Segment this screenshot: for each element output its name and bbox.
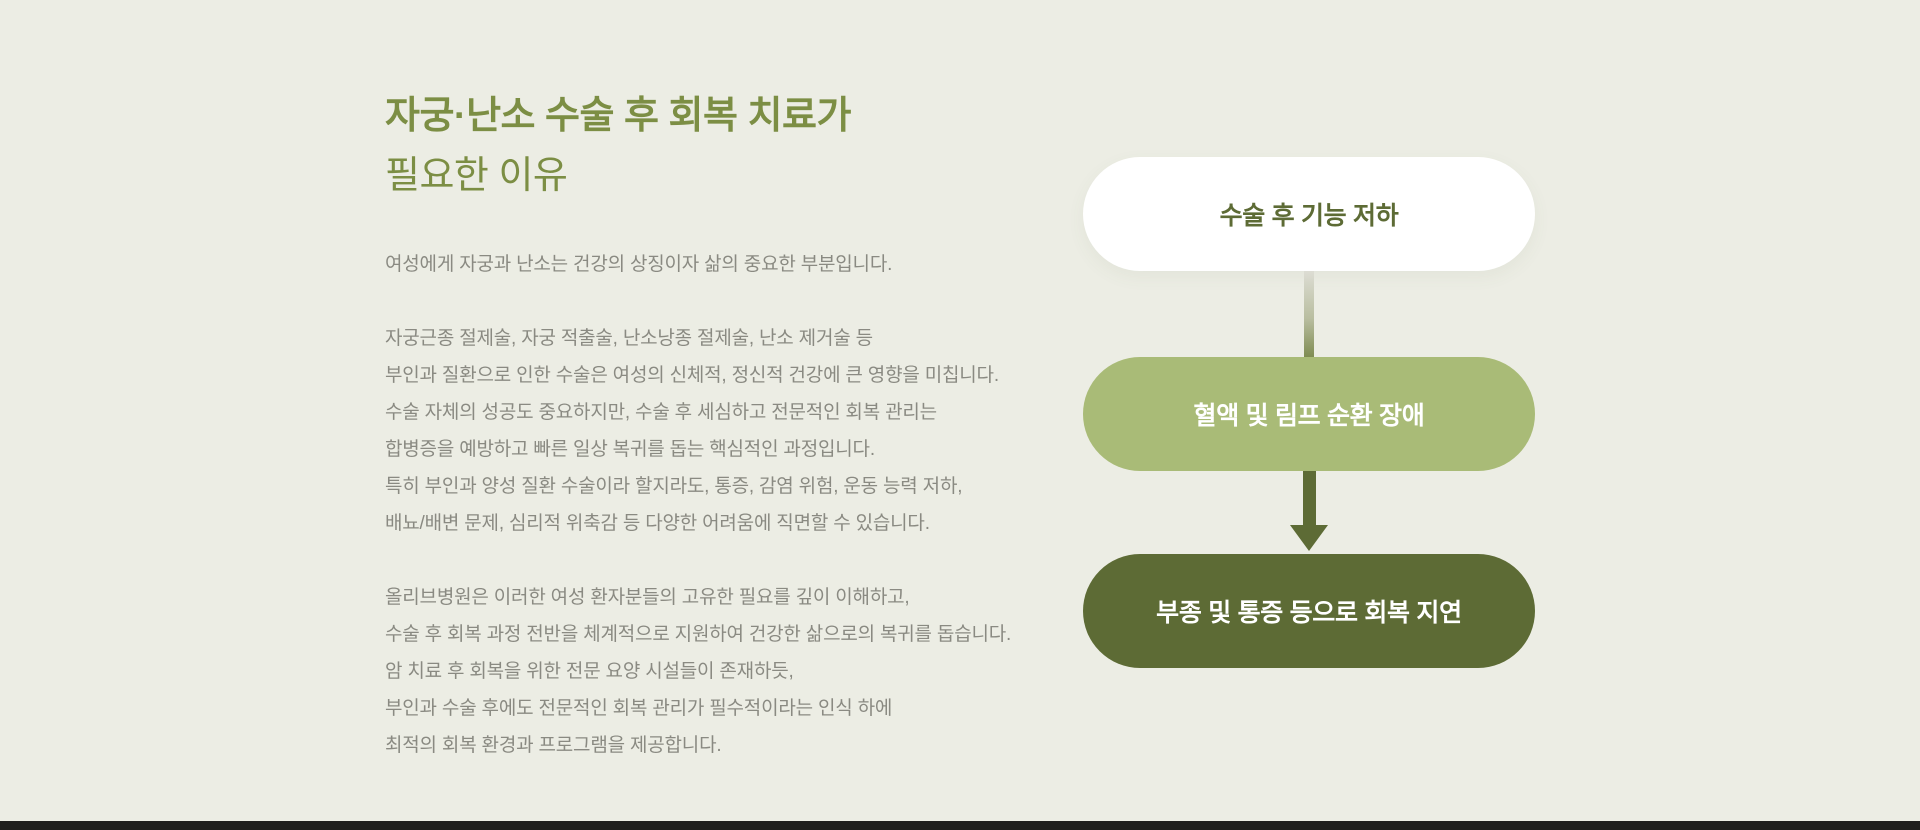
paragraph-line: 부인과 수술 후에도 전문적인 회복 관리가 필수적이라는 인식 하에 (385, 698, 893, 719)
paragraph-line: 합병증을 예방하고 빠른 일상 복귀를 돕는 핵심적인 과정입니다. (385, 439, 875, 460)
flow-diagram: 수술 후 기능 저하 혈액 및 림프 순환 장애 부종 및 통증 등으로 회복 … (1083, 157, 1535, 668)
arrow-down-head-icon (1290, 525, 1328, 551)
flow-connector (1083, 271, 1535, 357)
paragraph-line: 암 치료 후 회복을 위한 전문 요양 시설들이 존재하듯, (385, 661, 794, 682)
flow-step-label: 수술 후 기능 저하 (1219, 202, 1399, 230)
paragraph: 여성에게 자궁과 난소는 건강의 상징이자 삶의 중요한 부분입니다. (385, 246, 1045, 283)
section-title-line-1: 자궁·난소 수술 후 회복 치료가 (385, 95, 851, 137)
paragraph-line: 배뇨/배변 문제, 심리적 위축감 등 다양한 어려움에 직면할 수 있습니다. (385, 513, 930, 534)
bottom-divider-bar (0, 821, 1920, 830)
flow-arrow (1083, 471, 1535, 554)
section-title: 자궁·난소 수술 후 회복 치료가 필요한 이유 (385, 86, 1045, 206)
paragraph-line: 특히 부인과 양성 질환 수술이라 할지라도, 통증, 감염 위험, 운동 능력… (385, 476, 963, 497)
arrow-down-icon (1302, 471, 1316, 525)
intro-section: 자궁·난소 수술 후 회복 치료가 필요한 이유 여성에게 자궁과 난소는 건강… (385, 86, 1045, 764)
paragraph: 자궁근종 절제술, 자궁 적출술, 난소낭종 절제술, 난소 제거술 등 부인과… (385, 320, 1045, 542)
flow-step-function-decline: 수술 후 기능 저하 (1083, 157, 1535, 271)
paragraph-line: 올리브병원은 이러한 여성 환자분들의 고유한 필요를 깊이 이해하고, (385, 587, 910, 608)
paragraph-line: 수술 후 회복 과정 전반을 체계적으로 지원하여 건강한 삶으로의 복귀를 돕… (385, 624, 1012, 645)
paragraph-line: 자궁근종 절제술, 자궁 적출술, 난소낭종 절제술, 난소 제거술 등 (385, 328, 873, 349)
flow-step-label: 혈액 및 림프 순환 장애 (1193, 402, 1425, 430)
flow-step-circulation-disorder: 혈액 및 림프 순환 장애 (1083, 357, 1535, 471)
body-copy: 여성에게 자궁과 난소는 건강의 상징이자 삶의 중요한 부분입니다. 자궁근종… (385, 246, 1045, 764)
paragraph-line: 최적의 회복 환경과 프로그램을 제공합니다. (385, 735, 722, 756)
flow-step-label: 부종 및 통증 등으로 회복 지연 (1156, 599, 1462, 627)
paragraph-line: 수술 자체의 성공도 중요하지만, 수술 후 세심하고 전문적인 회복 관리는 (385, 402, 937, 423)
paragraph-line: 부인과 질환으로 인한 수술은 여성의 신체적, 정신적 건강에 큰 영향을 미… (385, 365, 999, 386)
flow-step-recovery-delay: 부종 및 통증 등으로 회복 지연 (1083, 554, 1535, 668)
paragraph: 올리브병원은 이러한 여성 환자분들의 고유한 필요를 깊이 이해하고, 수술 … (385, 579, 1045, 764)
connector-line (1304, 271, 1314, 357)
paragraph-line: 여성에게 자궁과 난소는 건강의 상징이자 삶의 중요한 부분입니다. (385, 254, 893, 275)
section-title-line-2: 필요한 이유 (385, 155, 568, 197)
